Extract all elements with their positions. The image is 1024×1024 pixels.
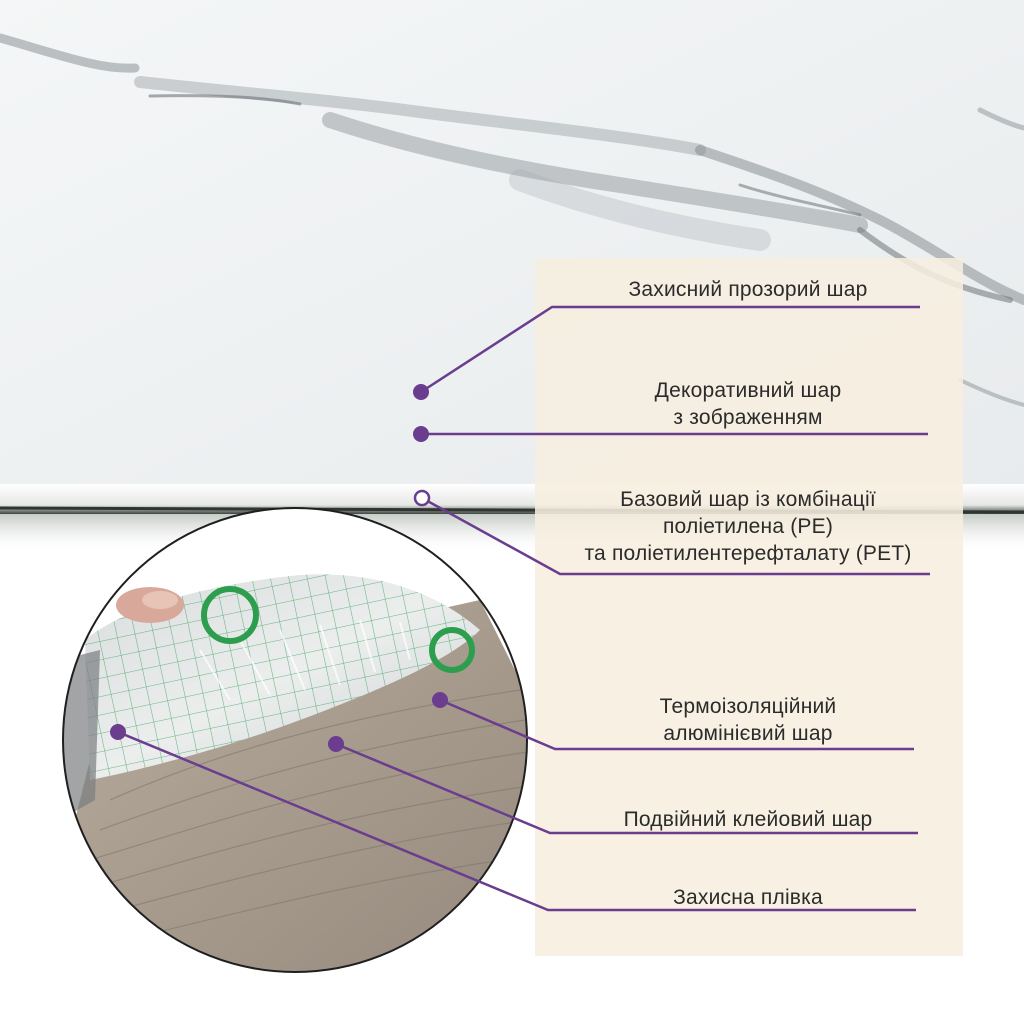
label-protective-film: Захисна плівка xyxy=(673,886,823,909)
leader-line-thermal-aluminum-layer xyxy=(439,698,914,751)
label-protective-transparent-layer: Захисний прозорий шар xyxy=(628,278,868,301)
marker-decorative-image-layer xyxy=(413,426,429,442)
marker-double-adhesive-layer xyxy=(328,736,344,752)
label-decorative-image-layer: Декоративний шар з зображенням xyxy=(654,379,842,429)
closeup-outline xyxy=(62,507,528,973)
label-double-adhesive-layer: Подвійний клейовий шар xyxy=(623,808,873,831)
underside-closeup xyxy=(63,508,527,972)
label-thermal-aluminum-layer: Термоізоляційний алюмінієвий шар xyxy=(659,695,837,745)
marker-protective-film xyxy=(110,724,126,740)
marble-panel xyxy=(0,0,1024,492)
leader-line-base-layer xyxy=(421,496,930,576)
leader-line-double-adhesive-layer xyxy=(335,742,918,835)
leader-line-protective-film xyxy=(117,730,916,912)
leader-line-protective-transparent-layer xyxy=(420,305,920,394)
marker-base-layer xyxy=(413,489,431,507)
annotation-panel xyxy=(535,258,963,956)
marker-thermal-aluminum-layer xyxy=(432,692,448,708)
marble-veins xyxy=(0,33,1024,407)
leader-lines xyxy=(117,305,930,912)
marker-protective-transparent-layer xyxy=(413,384,429,400)
layer-markers xyxy=(110,384,448,752)
